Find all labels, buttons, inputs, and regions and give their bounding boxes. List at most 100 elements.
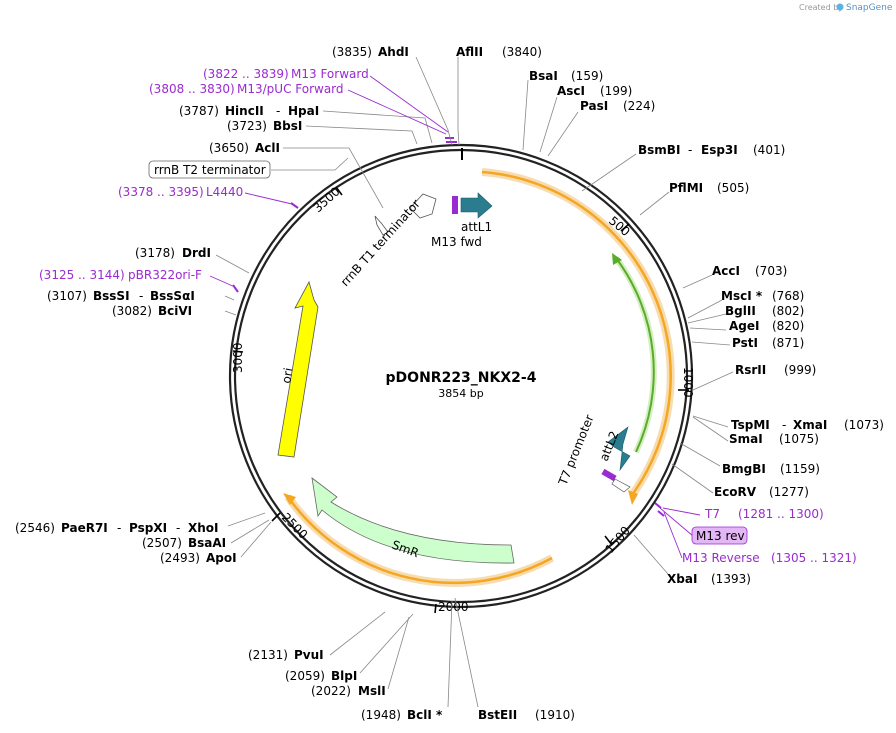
svg-text:(1305 .. 1321): (1305 .. 1321)	[771, 551, 857, 565]
svg-text:-: -	[117, 521, 121, 535]
svg-text:-: -	[176, 521, 180, 535]
primer-label-m13-forward[interactable]: (3822 .. 3839) M13 Forward	[203, 67, 369, 81]
t7-promoter-feature[interactable]	[611, 478, 631, 493]
svg-text:(1159): (1159)	[780, 462, 820, 476]
site-label-bmgbi[interactable]: BmgBI (1159)	[722, 462, 820, 476]
svg-text:(871): (871)	[772, 336, 804, 350]
m13-rev-feature[interactable]	[601, 468, 617, 482]
leader-lines	[215, 56, 734, 708]
primer-label-l4440[interactable]: (3378 .. 3395) L4440	[118, 185, 243, 199]
site-label-pasi[interactable]: PasI (224)	[580, 99, 655, 113]
svg-text:(2493): (2493)	[160, 551, 200, 565]
rrnb-t2-box-label[interactable]: rrnB T2 terminator	[148, 160, 271, 179]
svg-text:AhdI: AhdI	[378, 45, 409, 59]
ori-feature[interactable]	[277, 280, 319, 458]
orf-arc	[481, 170, 672, 496]
attl2-feature[interactable]	[607, 426, 631, 472]
lower-arc	[286, 496, 553, 585]
rrnb-t1-feature[interactable]	[409, 193, 437, 219]
svg-text:(1910): (1910)	[535, 708, 575, 722]
svg-text:(1948): (1948)	[361, 708, 401, 722]
primer-label-t7[interactable]: T7 (1281 .. 1300)	[704, 507, 824, 521]
svg-text:L4440: L4440	[206, 185, 243, 199]
site-label-agei[interactable]: AgeI (820)	[729, 319, 804, 333]
site-label-bsteii[interactable]: BstEII (1910)	[478, 708, 575, 722]
svg-text:AgeI: AgeI	[729, 319, 759, 333]
site-label-pvui[interactable]: (2131) PvuI	[248, 648, 324, 662]
site-label-bcli[interactable]: (1948) BclI *	[361, 708, 443, 722]
site-label-tspmi[interactable]: TspMI - XmaI (1073)	[731, 418, 884, 432]
site-label-bglii[interactable]: BglII (802)	[725, 304, 804, 318]
svg-text:(3787): (3787)	[179, 104, 219, 118]
site-label-bsaai[interactable]: (2507) BsaAI	[142, 536, 226, 550]
primer-leader-lines	[209, 75, 701, 559]
site-label-bbsi[interactable]: (3723) BbsI	[227, 119, 302, 133]
snapgene-logo-icon	[836, 3, 844, 11]
site-label-acli[interactable]: (3650) AclI	[209, 141, 280, 155]
svg-text:RsrII: RsrII	[735, 363, 766, 377]
site-label-psti[interactable]: PstI (871)	[732, 336, 804, 350]
site-label-aflii[interactable]: AflII (3840)	[456, 45, 542, 59]
svg-text:pBR322ori-F: pBR322ori-F	[128, 268, 202, 282]
svg-text:(703): (703)	[755, 264, 787, 278]
site-label-rsrii[interactable]: RsrII (999)	[735, 363, 816, 377]
svg-text:rrnB T2 terminator: rrnB T2 terminator	[154, 163, 266, 177]
tick-label-3000: 3000	[231, 342, 245, 373]
svg-text:(3178): (3178)	[135, 246, 175, 260]
svg-text:M13/pUC Forward: M13/pUC Forward	[237, 82, 344, 96]
svg-text:(2131): (2131)	[248, 648, 288, 662]
m13-rev-box-label[interactable]: M13 rev	[691, 526, 748, 545]
svg-text:(2507): (2507)	[142, 536, 182, 550]
svg-text:(1073): (1073)	[844, 418, 884, 432]
tick-label-1000: 1000	[681, 367, 695, 398]
site-label-bsai[interactable]: BsaI (159)	[529, 69, 603, 83]
attl1-feature[interactable]	[460, 192, 493, 219]
primer-label-m13-reverse[interactable]: M13 Reverse (1305 .. 1321)	[682, 551, 857, 565]
attl1-label: attL1	[461, 220, 492, 234]
primer-label-m13-puc-forward[interactable]: (3808 .. 3830) M13/pUC Forward	[149, 82, 344, 96]
primer-label-pbr322ori-f[interactable]: (3125 .. 3144) pBR322ori-F	[39, 268, 202, 282]
site-label-ahdi[interactable]: (3835) AhdI	[332, 45, 409, 59]
svg-text:(159): (159)	[571, 69, 603, 83]
site-label-paer7i[interactable]: (2546) PaeR7I - PspXI - XhoI	[15, 521, 219, 535]
site-label-msci[interactable]: MscI * (768)	[721, 289, 804, 303]
svg-text:BglII: BglII	[725, 304, 756, 318]
site-label-apoi[interactable]: (2493) ApoI	[160, 551, 237, 565]
svg-text:M13 rev: M13 rev	[696, 529, 745, 543]
site-label-xbai[interactable]: XbaI (1393)	[667, 572, 751, 586]
smr-feature[interactable]	[311, 477, 515, 564]
svg-text:(1075): (1075)	[779, 432, 819, 446]
svg-text:-: -	[139, 289, 143, 303]
svg-text:(3723): (3723)	[227, 119, 267, 133]
site-label-smai[interactable]: SmaI (1075)	[729, 432, 819, 446]
svg-text:(224): (224)	[623, 99, 655, 113]
site-label-blpi[interactable]: (2059) BlpI	[285, 669, 357, 683]
svg-text:(2059): (2059)	[285, 669, 325, 683]
svg-text:SmaI: SmaI	[729, 432, 763, 446]
orf-arrowhead	[628, 490, 638, 505]
site-label-msli[interactable]: (2022) MslI	[311, 684, 386, 698]
svg-text:PvuI: PvuI	[294, 648, 324, 662]
svg-text:XmaI: XmaI	[793, 418, 827, 432]
plasmid-size: 3854 bp	[438, 387, 483, 400]
svg-text:BciVI: BciVI	[158, 304, 192, 318]
site-label-bsmbi[interactable]: BsmBI - Esp3I (401)	[638, 143, 785, 157]
svg-text:(1393): (1393)	[711, 572, 751, 586]
ori-label: ori	[279, 367, 295, 385]
site-label-acci[interactable]: AccI (703)	[712, 264, 787, 278]
site-label-bcivi[interactable]: (3082) BciVI	[112, 304, 192, 318]
svg-text:PasI: PasI	[580, 99, 608, 113]
svg-text:HpaI: HpaI	[288, 104, 319, 118]
site-label-pflmi[interactable]: PflMI (505)	[669, 181, 749, 195]
site-label-drdi[interactable]: (3178) DrdI	[135, 246, 211, 260]
svg-text:XhoI: XhoI	[188, 521, 219, 535]
rrnb-t2-feature[interactable]	[374, 215, 389, 236]
site-label-bsssi[interactable]: (3107) BssSI - BssSαI	[47, 289, 195, 303]
site-label-asci[interactable]: AscI (199)	[557, 84, 632, 98]
svg-text:BssSI: BssSI	[93, 289, 130, 303]
m13-fwd-label: M13 fwd	[431, 235, 482, 249]
site-label-hincii[interactable]: (3787) HincII - HpaI	[179, 104, 319, 118]
site-label-ecorv[interactable]: EcoRV (1277)	[714, 485, 809, 499]
m13-fwd-feature[interactable]	[452, 196, 458, 214]
svg-text:BssSαI: BssSαI	[150, 289, 195, 303]
